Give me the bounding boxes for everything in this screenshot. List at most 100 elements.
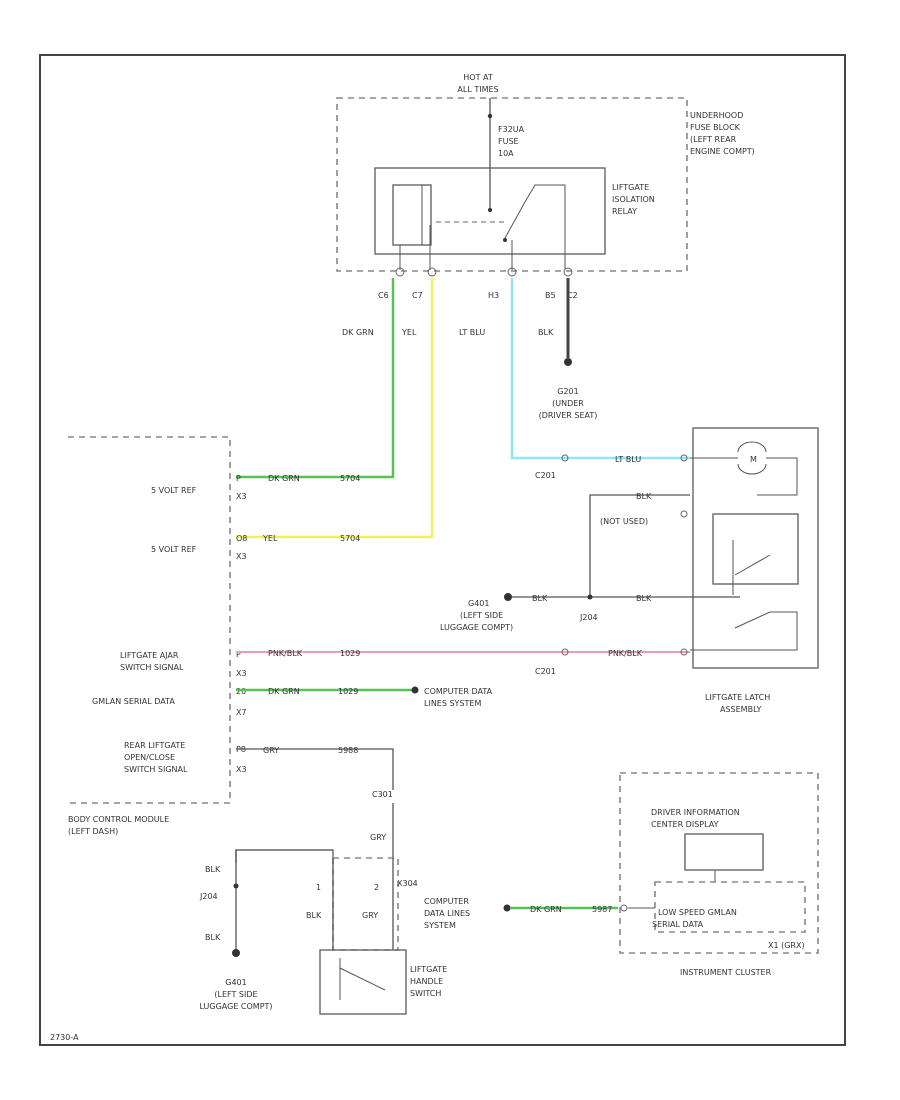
handle-name-1: LIFTGATE (410, 965, 447, 974)
wire-label-blk-1: BLK (538, 328, 554, 337)
fuse-block-label-1: UNDERHOOD (690, 111, 743, 120)
fuse-label-3: 10A (498, 149, 514, 158)
cluster-connector: X1 (GRX) (768, 941, 805, 950)
data-lines-label-2a: COMPUTER (424, 897, 469, 906)
ground-label-2: (UNDER (552, 399, 584, 408)
wire-dk-grn (236, 278, 395, 479)
bcm-row-4-conn: 20 (236, 687, 246, 696)
wire-label-pnk-blk-1: PNK/BLK (268, 649, 303, 658)
latch-motor-label: M (750, 455, 757, 464)
pin-c6: C6 (378, 291, 389, 300)
bcm-row-2-conn: O8 (236, 534, 247, 543)
bcm-row-1-conn: P (236, 474, 241, 483)
handle-wire-blk: BLK (306, 911, 322, 920)
handle-ground-label-3: LUGGAGE COMPT) (199, 1002, 272, 1011)
underhood-fuse-block: HOT AT ALL TIMES F32UA FUSE 10A UNDERHOO… (336, 73, 755, 272)
bcm-row-5-pin: X3 (236, 765, 247, 774)
pin-b5: B5 (545, 291, 556, 300)
wire-tag-5: 5988 (338, 746, 358, 755)
wire-tag-6: 5987 (592, 905, 612, 914)
handle-ground-label-2: (LEFT SIDE (214, 990, 257, 999)
bcm-row-2-pin: X3 (236, 552, 247, 561)
wire-tag-3: 1029 (340, 649, 360, 658)
bcm-name-1: BODY CONTROL MODULE (68, 815, 169, 824)
wire-label-gry-2: GRY (370, 833, 386, 842)
pin-c7: C7 (412, 291, 423, 300)
relay-label-2: ISOLATION (612, 195, 655, 204)
bcm-row-4-label: GMLAN SERIAL DATA (92, 697, 175, 706)
liftgate-isolation-relay: LIFTGATE ISOLATION RELAY C6 C7 H3 B5 C2 (374, 167, 655, 300)
fuse-block-label-4: ENGINE COMPT) (690, 147, 755, 156)
cluster-name: INSTRUMENT CLUSTER (680, 968, 772, 977)
handle-name-2: HANDLE (410, 977, 443, 986)
wire-tag-4: 1029 (338, 687, 358, 696)
bcm-name-2: (LEFT DASH) (68, 827, 118, 836)
handle-wire-gry: GRY (362, 911, 378, 920)
wire-label-blk-2: BLK (636, 492, 652, 501)
diagram-frame (39, 54, 846, 1046)
latch-name-1: LIFTGATE LATCH (705, 693, 770, 702)
bcm-row-3-label-2: SWITCH SIGNAL (120, 663, 184, 672)
cluster-module-label-2: SERIAL DATA (652, 920, 704, 929)
wire-lt-blu (510, 278, 690, 460)
ground-label-1: G201 (557, 387, 578, 396)
wire-label-lt-blu-2: LT BLU (615, 455, 641, 464)
bcm-row-5-label-1: REAR LIFTGATE (124, 741, 185, 750)
latch-conn-ref-1: C201 (535, 471, 556, 480)
latch-conn-ref-2: C201 (535, 667, 556, 676)
handle-wire-blk-top: BLK (205, 865, 221, 874)
cluster-display-label-1: DRIVER INFORMATION (651, 808, 740, 817)
hot-at-label-2: ALL TIMES (457, 85, 498, 94)
wire-label-dk-grn-1: DK GRN (342, 328, 374, 337)
bcm-row-1-pin: X3 (236, 492, 247, 501)
data-lines-label-1a: COMPUTER DATA (424, 687, 493, 696)
handle-conn-ref: C301 (372, 790, 393, 799)
wire-tag-2: 5704 (340, 534, 360, 543)
handle-name-3: SWITCH (410, 989, 441, 998)
ground-label-3: (DRIVER SEAT) (539, 411, 598, 420)
bcm-row-5-label-3: SWITCH SIGNAL (124, 765, 188, 774)
bcm-row-1-label: 5 VOLT REF (151, 486, 197, 495)
cluster-module-label-1: LOW SPEED GMLAN (658, 908, 737, 917)
footer-code: 2730-A (50, 1033, 79, 1042)
data-lines-label-1b: LINES SYSTEM (424, 699, 481, 708)
data-lines-label-2b: DATA LINES (424, 909, 470, 918)
handle-splice: J204 (199, 892, 218, 901)
not-used-label: (NOT USED) (600, 517, 648, 526)
ground-mid-label-1: G401 (468, 599, 489, 608)
liftgate-latch-assembly: M (690, 427, 819, 669)
bcm-row-5-label-2: OPEN/CLOSE (124, 753, 175, 762)
wire-label-gry-1: GRY (263, 746, 279, 755)
ground-g401 (504, 593, 512, 601)
cluster-display-label-2: CENTER DISPLAY (651, 820, 719, 829)
pin-c2: C2 (567, 291, 578, 300)
wire-gry (236, 748, 394, 790)
hot-at-label-1: HOT AT (463, 73, 493, 82)
pin-h3: H3 (488, 291, 499, 300)
fuse-label-2: FUSE (498, 137, 519, 146)
splice-j204 (587, 594, 593, 600)
ground-g201 (564, 358, 572, 366)
bcm-row-3-pin: X3 (236, 669, 247, 678)
ground-mid-label-2: (LEFT SIDE (460, 611, 503, 620)
handle-connector: X304 (397, 879, 418, 888)
relay-label-3: RELAY (612, 207, 637, 216)
bcm-row-4-pin: X7 (236, 708, 247, 717)
data-lines-label-2c: SYSTEM (424, 921, 456, 930)
splice-label: J204 (579, 613, 598, 622)
handle-pin-2: 2 (374, 883, 379, 892)
handle-wire-blk-bottom: BLK (205, 933, 221, 942)
wire-tag-1: 5704 (340, 474, 360, 483)
wire-yel (236, 278, 434, 539)
ground-mid-label-3: LUGGAGE COMPT) (440, 623, 513, 632)
bcm-row-2-label: 5 VOLT REF (151, 545, 197, 554)
wire-label-blk-4: BLK (636, 594, 652, 603)
handle-pin-1: 1 (316, 883, 321, 892)
wire-label-dk-grn-3: DK GRN (268, 687, 300, 696)
body-control-module: 5 VOLT REF P X3 5 VOLT REF O8 X3 LIFTGAT… (68, 436, 247, 836)
bcm-row-3-label-1: LIFTGATE AJAR (120, 651, 179, 660)
wire-label-pnk-blk-2: PNK/BLK (608, 649, 643, 658)
wire-label-blk-3: BLK (532, 594, 548, 603)
handle-ground-label-1: G401 (225, 978, 246, 987)
